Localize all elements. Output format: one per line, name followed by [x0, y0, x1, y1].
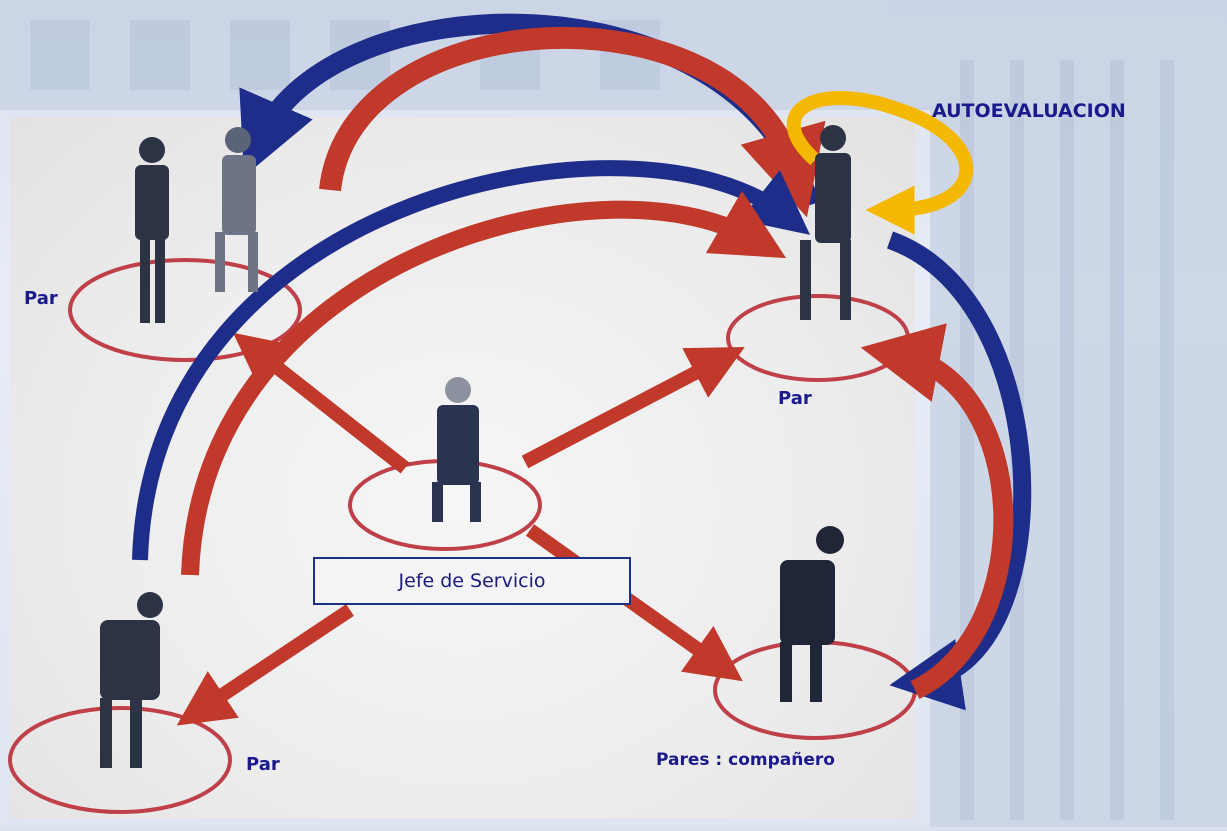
figure-top-right — [800, 125, 851, 320]
figure-top-left-pair — [135, 127, 258, 323]
arc-blue-top-right-to-bottom-right — [886, 231, 1032, 711]
arrow-center-to-top-right — [521, 347, 745, 469]
arc-red-top-left-to-top-right — [319, 26, 826, 218]
figure-bottom-right — [780, 526, 844, 702]
label-par-left: Par — [24, 288, 58, 309]
ring-top-left — [68, 258, 302, 362]
label-par-bottom: Par — [246, 754, 280, 775]
arc-blue-bottom-left-to-top-right — [132, 160, 811, 561]
label-par-right: Par — [778, 388, 812, 409]
figure-bottom-left — [100, 592, 163, 768]
label-autoevaluacion: AUTOEVALUACION — [932, 100, 1126, 122]
arc-red-bottom-left-to-top-right — [181, 190, 787, 576]
arrow-center-to-top-left — [232, 332, 410, 474]
jefe-de-servicio-box: Jefe de Servicio — [313, 557, 631, 605]
ring-top-right — [726, 294, 910, 382]
arc-red-bottom-right-to-top-right — [860, 323, 1014, 700]
ring-bottom-left — [8, 706, 232, 814]
figure-center — [432, 377, 481, 522]
label-pares-companero: Pares : compañero — [656, 750, 835, 770]
autoevaluacion-loop-arrow — [786, 91, 974, 235]
jefe-de-servicio-label: Jefe de Servicio — [398, 570, 546, 592]
arrow-center-to-bottom-left — [176, 604, 354, 726]
